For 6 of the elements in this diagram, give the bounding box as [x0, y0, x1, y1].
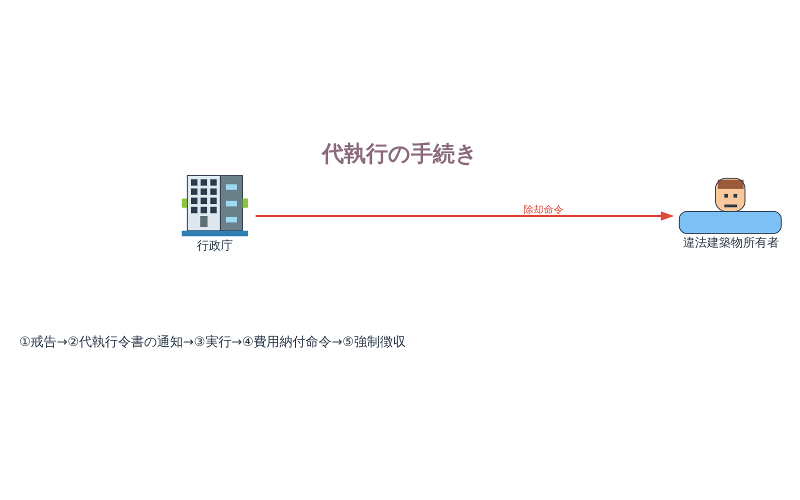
edge-label: 除却命令	[524, 205, 564, 216]
diagram-title: 代執行の手続き	[322, 142, 478, 168]
arrow	[256, 211, 674, 221]
node-label: 違法建築物所有者	[682, 236, 779, 250]
label: ①戒告→②代執行令書の通知→③実行→④費用納付命令→⑤強制徴収	[19, 335, 406, 350]
node-label: 行政庁	[196, 238, 233, 252]
